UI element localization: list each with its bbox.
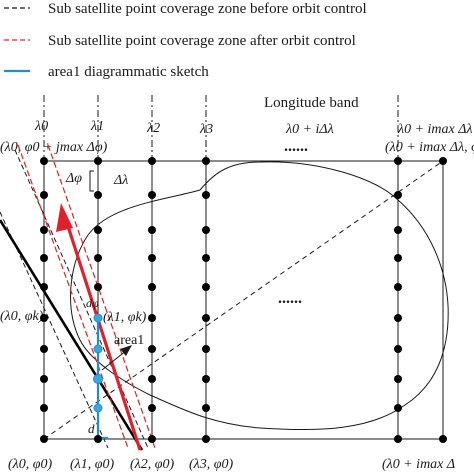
- grid-dot: [148, 314, 156, 322]
- grid-dot: [40, 283, 48, 291]
- coverage-zone-outline: [70, 161, 449, 431]
- grid-dot: [40, 435, 48, 443]
- grid-dot: [202, 404, 210, 412]
- area1-pointer: [101, 345, 132, 371]
- grid-dot: [202, 157, 210, 165]
- grid-dot: [394, 283, 402, 291]
- area1-dot-upper: [93, 344, 103, 354]
- column-label-lambda-max: λ0 + imax Δλ: [397, 122, 473, 137]
- red-arrow-head: [56, 203, 73, 232]
- grid-dot: [148, 226, 156, 234]
- area1-dot-lower: [93, 403, 103, 413]
- grid-dot: [148, 345, 156, 353]
- grid-dot: [40, 345, 48, 353]
- grid-lines: [97, 161, 399, 439]
- grid-dot: [394, 435, 402, 443]
- grid-dot: [148, 283, 156, 291]
- corner-label-bottom-right: (λ0 + imax Δ: [382, 457, 455, 472]
- grid-dot: [202, 314, 210, 322]
- grid-dot: [40, 226, 48, 234]
- longitude-band-frame: [43, 160, 444, 440]
- grid-dots: [40, 157, 447, 443]
- column-label-lambda1: λ1: [90, 119, 104, 134]
- grid-dot: [202, 375, 210, 383]
- grid-dot: [40, 375, 48, 383]
- corner-label-top-right: (λ0 + imax Δλ, φ: [385, 140, 474, 155]
- dlambda-label: Δλ: [113, 173, 128, 188]
- dphi-label: Δφ: [65, 171, 82, 186]
- grid-dot: [148, 404, 156, 412]
- after-dashed-line-right: [47, 144, 156, 449]
- area1-dot-crossing: [93, 374, 103, 384]
- point-label-d-top: dφ: [86, 296, 99, 310]
- grid-dot: [94, 435, 102, 443]
- grid-dot: [394, 191, 402, 199]
- bottom-label-3: (λ3, φ0): [189, 457, 233, 472]
- left-mid-label: (λ0, φk): [0, 309, 44, 324]
- grid-dot: [148, 157, 156, 165]
- point-label-d-bottom: d: [88, 421, 95, 436]
- grid-ellipsis: ......: [278, 290, 302, 307]
- grid-dot: [394, 404, 402, 412]
- grid-dot: [40, 254, 48, 262]
- grid-dot: [148, 191, 156, 199]
- grid-dot: [394, 157, 402, 165]
- grid-dot: [148, 375, 156, 383]
- orbit-control-arrow: [56, 203, 142, 451]
- area1-dot-top: [93, 313, 103, 323]
- grid-dot: [202, 435, 210, 443]
- before-dashed-line-right: [14, 149, 149, 449]
- red-arrow-shaft: [64, 219, 142, 451]
- bottom-labels: (λ0, φ0) (λ1, φ0) (λ2, φ0) (λ3, φ0): [8, 457, 233, 472]
- grid-dot: [202, 254, 210, 262]
- grid-dot: [94, 254, 102, 262]
- grid-dot: [394, 375, 402, 383]
- grid-dot: [94, 283, 102, 291]
- column-label-lambda0: λ0: [34, 119, 48, 134]
- bottom-label-0: (λ0, φ0): [8, 457, 52, 472]
- grid-dot: [394, 314, 402, 322]
- grid-dot: [202, 191, 210, 199]
- grid-dot: [40, 157, 48, 165]
- dphi-bracket: [89, 170, 94, 192]
- column-label-lambda2: λ2: [146, 121, 160, 136]
- grid-dot: [394, 254, 402, 262]
- bottom-label-2: (λ2, φ0): [130, 457, 174, 472]
- diagonal-dashed-line: [43, 160, 444, 440]
- before-boundary-line: [0, 219, 144, 451]
- grid-dot: [202, 283, 210, 291]
- legend-label-before: Sub satellite point coverage zone before…: [48, 1, 367, 17]
- grid-dot: [439, 435, 447, 443]
- column-guides: [43, 95, 399, 161]
- band-formula: λ0 + iΔλ: [285, 122, 334, 137]
- grid-dot: [94, 191, 102, 199]
- point-label-mid: (λ1, φk): [103, 310, 147, 325]
- band-title: Longitude band: [264, 95, 359, 111]
- legend: Sub satellite point coverage zone before…: [4, 1, 367, 80]
- grid-dot: [148, 254, 156, 262]
- grid-dot: [40, 191, 48, 199]
- area1-pointer-shaft: [101, 349, 128, 371]
- grid-dot: [40, 314, 48, 322]
- grid-dot: [94, 157, 102, 165]
- corner-label-top-left: (λ0, φ0 + jmax Δφ): [0, 140, 108, 155]
- grid-dot: [202, 226, 210, 234]
- grid-dot: [94, 226, 102, 234]
- grid-dot: [202, 345, 210, 353]
- area1-pointer-head: [120, 345, 132, 356]
- grid-dot: [40, 404, 48, 412]
- grid-dot: [439, 157, 447, 165]
- legend-label-after: Sub satellite point coverage zone after …: [48, 33, 356, 49]
- area1-dots: [93, 313, 103, 413]
- legend-label-area1: area1 diagrammatic sketch: [48, 64, 209, 80]
- grid-dot: [394, 226, 402, 234]
- area1-label: area1: [114, 333, 144, 348]
- grid-dot: [148, 435, 156, 443]
- bottom-label-1: (λ1, φ0): [70, 457, 114, 472]
- after-dashed-line-left: [17, 144, 129, 449]
- grid-dot: [394, 345, 402, 353]
- column-labels: λ0 λ1 λ2 λ3 λ0 + imax Δλ: [34, 119, 473, 137]
- band-ellipsis: ......: [284, 138, 308, 155]
